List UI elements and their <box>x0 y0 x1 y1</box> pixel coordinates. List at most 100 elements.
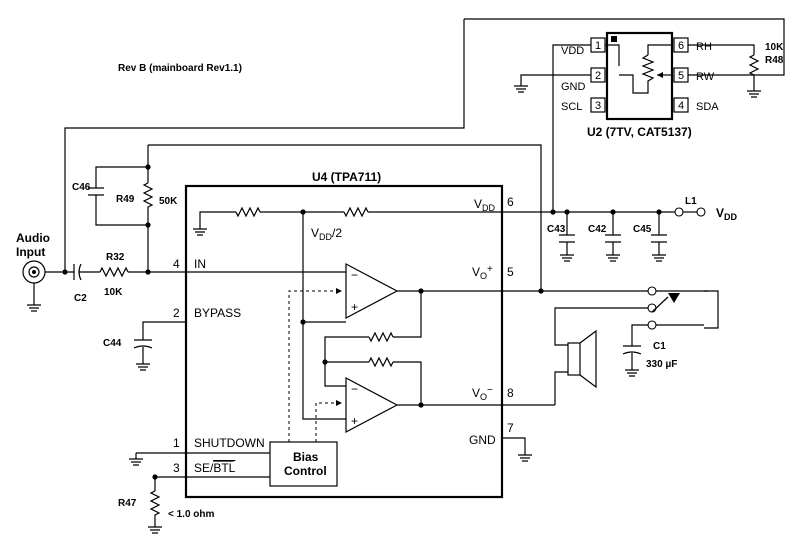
audio-input-jack <box>22 260 46 312</box>
r47-ground <box>148 526 162 534</box>
u4-pin-voplus-num: 5 <box>507 265 514 279</box>
u4-pin-vominus-label: VO− <box>472 385 493 402</box>
u4-box <box>184 184 504 499</box>
r47-resistor <box>149 490 161 527</box>
c46-capacitor <box>88 187 104 196</box>
c1-capacitor <box>622 345 642 355</box>
u4-pin-sebtl-label: SE/BTL <box>194 461 236 475</box>
u2-pin3-box <box>590 97 606 113</box>
vdd-divider-resistor-right <box>343 206 369 218</box>
bias-dashed-upper <box>288 290 336 442</box>
speaker-icon <box>567 329 597 389</box>
c42-capacitor <box>605 212 621 262</box>
c42-label: C42 <box>588 224 607 235</box>
svg-text:3: 3 <box>595 100 601 112</box>
u4-pin-voplus-label: VO+ <box>472 264 493 281</box>
l1-terminal-left <box>674 207 684 217</box>
u2-pin-sda-label: SDA <box>696 101 719 113</box>
vdd-half-label: VDD/2 <box>311 226 342 242</box>
feedback-resistor-lower <box>368 356 394 368</box>
u4-title: U4 (TPA711) <box>312 170 381 184</box>
u4-pin-vominus-num: 8 <box>507 386 514 400</box>
opamp-lower <box>345 377 399 433</box>
u4-pin-vdd-label: VDD <box>474 197 496 213</box>
c1-label: C1 <box>653 341 666 352</box>
jack-terminal-bottom <box>647 320 657 330</box>
bias-control-block <box>269 441 338 487</box>
u4-pin-shutdown-num: 1 <box>173 436 180 450</box>
r48-value: 10K <box>765 42 784 53</box>
audio-input-label-line1: Audio <box>16 231 50 245</box>
bias-control-label-line1: Bias <box>293 450 319 464</box>
c44-ground <box>136 363 150 371</box>
u2-title: U2 (7TV, CAT5137) <box>587 125 692 139</box>
bias-dashed-lower <box>315 402 336 442</box>
c43-capacitor <box>559 212 575 262</box>
jack-terminal-mid <box>647 303 657 313</box>
r49-value: 50K <box>159 196 178 207</box>
l1-terminal-right <box>696 207 706 217</box>
c44-label: C44 <box>103 338 122 349</box>
svg-text:5: 5 <box>678 70 684 82</box>
u2-pin-rh-label: RH <box>696 41 712 53</box>
r32-label: R32 <box>106 252 125 263</box>
c45-capacitor <box>651 212 667 262</box>
opamp-upper-minus: − <box>351 268 358 282</box>
svg-text:1: 1 <box>595 40 601 52</box>
jack-body <box>704 290 719 329</box>
svg-text:6: 6 <box>678 40 684 52</box>
c46-label: C46 <box>72 182 91 193</box>
r47-label: R47 <box>118 498 137 509</box>
u4-pin-gnd-num: 7 <box>507 421 514 435</box>
u4-pin-in-num: 4 <box>173 257 180 271</box>
u2-chip: 1 2 3 6 5 4 VDD GND SCL RH RW SDA <box>561 31 719 121</box>
r48-resistor <box>748 54 760 85</box>
c1-value: 330 µF <box>646 359 677 370</box>
c1-ground <box>625 369 639 377</box>
u2-pin-gnd-label: GND <box>561 81 586 93</box>
r47-value: < 1.0 ohm <box>168 509 215 520</box>
audio-input-label-line2: Input <box>16 245 45 259</box>
r32-resistor <box>99 266 129 278</box>
c2-label: C2 <box>74 293 87 304</box>
r49-resistor <box>142 182 154 225</box>
l1-label: L1 <box>685 196 697 207</box>
opamp-upper <box>345 263 399 319</box>
revision-note: Rev B (mainboard Rev1.1) <box>118 63 242 74</box>
u4-pin-in-label: IN <box>194 257 206 271</box>
vdd-output-label: VDD <box>716 206 738 222</box>
u4-pin-vdd-num: 6 <box>507 195 514 209</box>
u4-pin-sebtl-num: 3 <box>173 461 180 475</box>
u4-pin-bypass-label: BYPASS <box>194 306 241 320</box>
u2-pin4-box <box>673 97 689 113</box>
bias-control-label-line2: Control <box>284 464 327 478</box>
r32-value: 10K <box>104 287 123 298</box>
jack-switch-arrow <box>668 293 680 303</box>
vdd-divider-resistor-left <box>235 206 261 218</box>
opamp-upper-plus: + <box>351 300 358 314</box>
r48-ground <box>747 90 761 98</box>
svg-text:2: 2 <box>595 70 601 82</box>
u2-internal-pot <box>619 54 655 94</box>
u4-pin-bypass-num: 2 <box>173 306 180 320</box>
jack-terminal-top <box>647 286 657 296</box>
c44-capacitor <box>133 339 153 349</box>
svg-text:4: 4 <box>678 100 684 112</box>
shutdown-ground <box>129 458 143 466</box>
u4-pin-shutdown-label: SHUTDOWN <box>194 436 265 450</box>
c45-label: C45 <box>633 224 652 235</box>
opamp-lower-minus: − <box>351 382 358 396</box>
opamp-lower-plus: + <box>351 414 358 428</box>
feedback-resistor-upper <box>368 331 394 343</box>
r48-label: R48 <box>765 55 784 66</box>
u2-ground-symbol <box>514 85 528 93</box>
c43-label: C43 <box>547 224 566 235</box>
internal-ground <box>193 228 207 236</box>
gnd-pin-ground <box>518 454 532 462</box>
u2-pin-vdd-label: VDD <box>561 45 584 57</box>
u2-pin-scl-label: SCL <box>561 101 582 113</box>
r49-label: R49 <box>116 194 135 205</box>
u2-pin-rw-label: RW <box>696 71 715 83</box>
u4-pin-gnd-label: GND <box>469 433 496 447</box>
